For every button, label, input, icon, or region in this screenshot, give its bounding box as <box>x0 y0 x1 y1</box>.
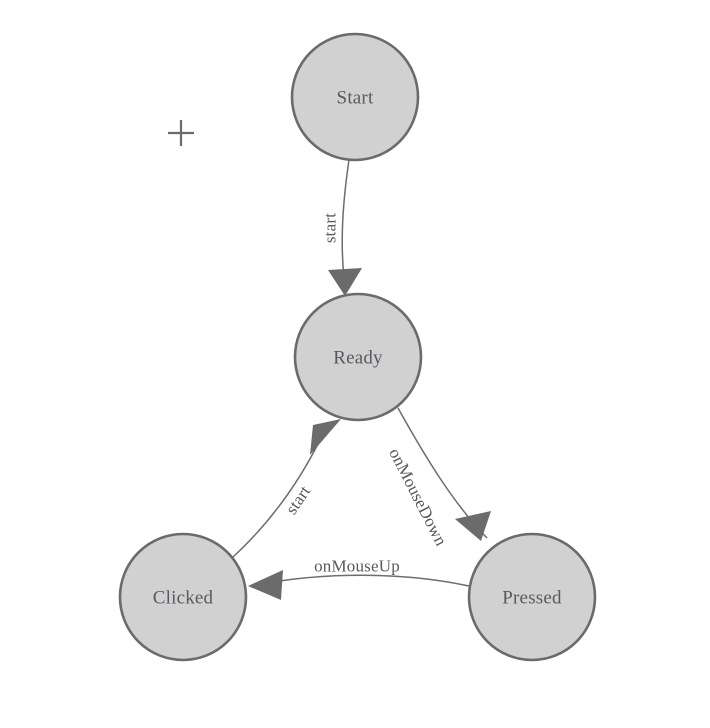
edge-pressed-to-clicked[interactable]: onMouseUp <box>248 557 470 601</box>
node-clicked-circle[interactable] <box>118 532 248 662</box>
node-pressed-label: Pressed <box>502 588 562 609</box>
edge-label-clicked-to-ready: start <box>282 482 315 518</box>
arrowhead-pressed-to-clicked <box>248 570 283 600</box>
node-clicked[interactable]: Clicked <box>118 532 248 662</box>
node-start-label: Start <box>337 88 374 109</box>
edge-start-to-ready[interactable]: start <box>321 159 363 296</box>
edge-label-start-to-ready: start <box>321 213 340 243</box>
edge-pressed-to-clicked-path <box>261 574 470 587</box>
edge-clicked-to-ready-path <box>232 439 321 558</box>
arrowhead-clicked-to-ready <box>310 419 341 455</box>
node-pressed-circle[interactable] <box>467 532 597 662</box>
node-clicked-label: Clicked <box>153 588 214 609</box>
node-ready-label: Ready <box>333 348 383 369</box>
node-start[interactable]: Start <box>290 32 420 162</box>
edge-label-ready-to-pressed: onMouseDown <box>385 445 451 549</box>
node-ready[interactable]: Ready <box>293 292 423 422</box>
node-pressed[interactable]: Pressed <box>467 532 597 662</box>
edge-ready-to-pressed[interactable]: onMouseDown <box>385 407 491 549</box>
edge-start-to-ready-path <box>341 159 350 278</box>
arrowhead-ready-to-pressed <box>455 511 491 541</box>
edge-clicked-to-ready[interactable]: start <box>232 419 341 558</box>
arrowhead-start-to-ready <box>328 268 362 296</box>
edge-label-pressed-to-clicked: onMouseUp <box>314 557 400 576</box>
plus-marker-icon[interactable] <box>168 120 194 146</box>
node-ready-circle[interactable] <box>293 292 423 422</box>
node-start-circle[interactable] <box>290 32 420 162</box>
